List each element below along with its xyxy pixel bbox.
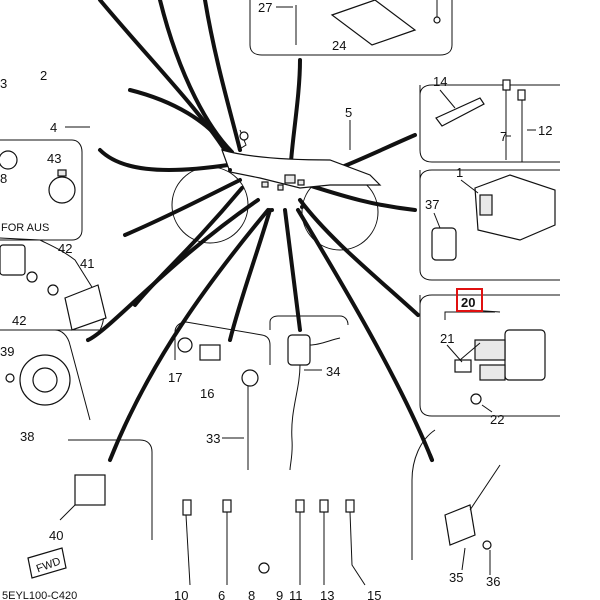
callout-38: 38 <box>20 429 34 444</box>
callout-7: 7 <box>500 129 507 144</box>
callout-36: 36 <box>486 574 500 589</box>
center-box-1 <box>174 321 271 470</box>
callout-41: 41 <box>80 256 94 271</box>
box-right-2 <box>419 169 560 281</box>
callout-2: 2 <box>40 68 47 83</box>
callout-6: 6 <box>218 588 225 600</box>
callout-39: 39 <box>0 344 14 359</box>
callout-8a: 8 <box>0 171 7 186</box>
relay-box <box>27 439 153 579</box>
box-right-1 <box>419 79 560 163</box>
highlight-box <box>456 288 483 312</box>
callout-15: 15 <box>367 588 381 600</box>
callout-42a: 42 <box>58 241 72 256</box>
callout-40: 40 <box>49 528 63 543</box>
callout-21: 21 <box>440 331 454 346</box>
callout-8b: 8 <box>248 588 255 600</box>
harness-leaders <box>86 0 434 462</box>
callout-43: 43 <box>47 151 61 166</box>
footer-code: 5EYL100-C420 <box>2 590 77 600</box>
callout-35: 35 <box>449 570 463 585</box>
callout-27: 27 <box>258 0 272 15</box>
callout-5: 5 <box>345 105 352 120</box>
horn <box>0 329 91 421</box>
for-aus-label: FOR AUS <box>1 222 49 234</box>
callout-14: 14 <box>433 74 447 89</box>
box-top-right <box>249 0 453 56</box>
callout-16: 16 <box>200 386 214 401</box>
callout-9: 9 <box>276 588 283 600</box>
bottom-clips <box>182 499 366 586</box>
callout-22: 22 <box>490 412 504 427</box>
callout-42b: 42 <box>12 313 26 328</box>
callout-labels: 27 24 2 3 4 5 14 7 12 1 43 8 FOR AUS 42 … <box>0 0 552 600</box>
callout-11: 11 <box>289 588 303 600</box>
leader-ticks <box>59 6 536 575</box>
sensor-35 <box>411 429 501 560</box>
motorcycle-outline <box>171 129 382 251</box>
callout-37: 37 <box>425 197 439 212</box>
box-right-3 <box>419 294 560 417</box>
callout-12: 12 <box>538 123 552 138</box>
callout-33: 33 <box>206 431 220 446</box>
callout-4: 4 <box>50 120 57 135</box>
callout-34: 34 <box>326 364 340 379</box>
callout-3: 3 <box>0 76 7 91</box>
callout-17: 17 <box>168 370 182 385</box>
box-left-2 <box>0 237 107 331</box>
callout-1: 1 <box>456 165 463 180</box>
box-left <box>0 139 83 241</box>
callout-24: 24 <box>332 38 346 53</box>
switch-34 <box>269 315 349 471</box>
callout-20: 20 <box>461 295 475 310</box>
callout-13: 13 <box>320 588 334 600</box>
callout-10: 10 <box>174 588 188 600</box>
